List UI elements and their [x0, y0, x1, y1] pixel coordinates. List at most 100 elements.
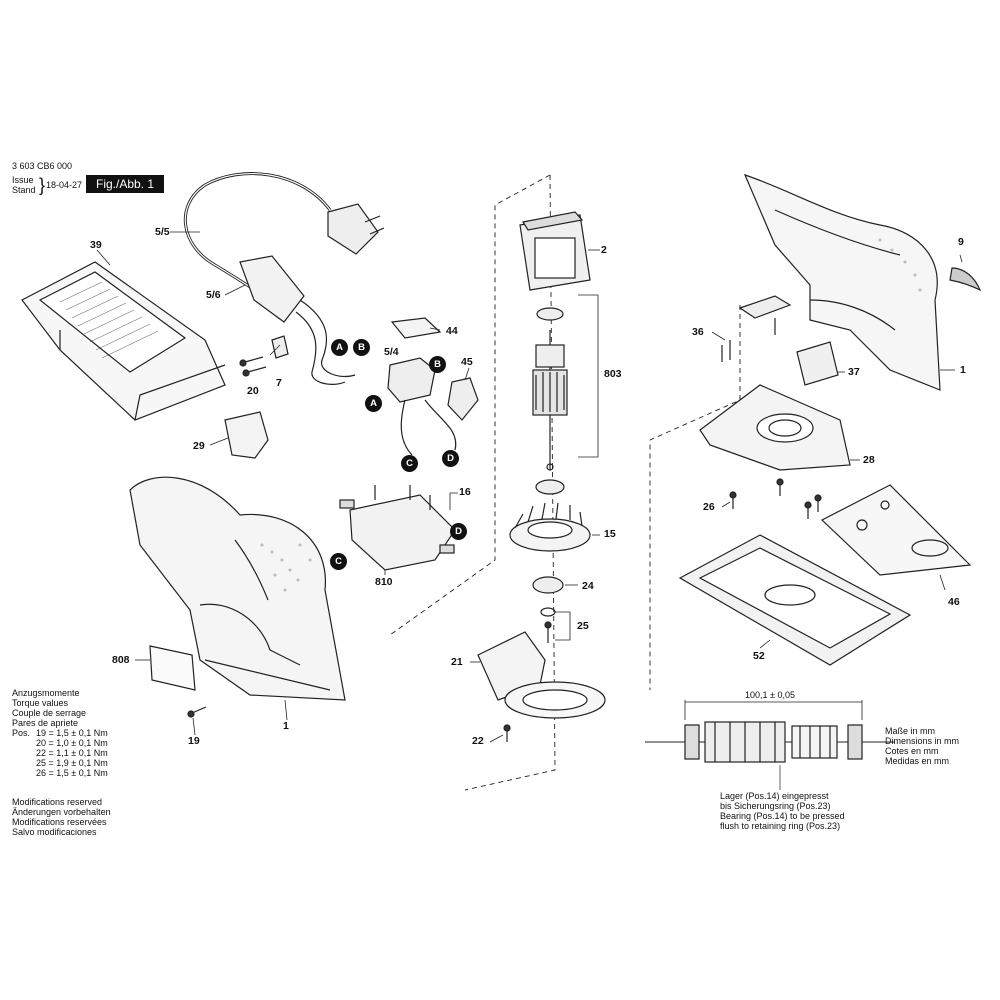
torque-pos-label: Pos. [12, 728, 31, 738]
units-block: Maße in mm Dimensions in mm Cotes en mm … [885, 726, 959, 766]
callout-1-left: 1 [283, 720, 289, 732]
callout-808: 808 [112, 654, 130, 666]
units-line: Medidas en mm [885, 756, 950, 766]
torque-row: 22 = 1,1 ± 0,1 Nm [36, 748, 108, 758]
switch-part-5-4 [387, 357, 436, 403]
torque-heading: Anzugsmomente [12, 688, 80, 698]
sanding-pad-46 [820, 484, 972, 576]
callout-803: 803 [604, 368, 622, 380]
connector-badge-b: B [429, 356, 446, 373]
callout-15: 15 [604, 528, 616, 540]
callout-52: 52 [753, 650, 765, 662]
sanding-pad-52 [678, 534, 912, 666]
connector-badge-b: B [353, 339, 370, 356]
electronics-board-810 [339, 485, 456, 571]
washer-25 [540, 607, 556, 617]
connector-badge-c: C [401, 455, 418, 472]
power-cord [183, 172, 385, 302]
armature-dimension-diagram [645, 700, 895, 790]
slider-part-44 [390, 317, 442, 339]
bearing-note-line: Lager (Pos.14) eingepresst [720, 791, 829, 801]
callout-1-right: 1 [960, 364, 966, 376]
callout-810: 810 [375, 576, 393, 588]
connector-badge-a: A [331, 339, 348, 356]
modifications-block: Modifications reserved Änderungen vorbeh… [12, 797, 111, 837]
callout-5-5: 5/5 [155, 226, 170, 238]
base-plate-28 [699, 384, 851, 471]
leader-lines [96, 231, 963, 743]
bearing-note-block: Lager (Pos.14) eingepresst bis Sicherung… [720, 791, 845, 831]
callout-25: 25 [577, 620, 589, 632]
bearing-note-line: flush to retaining ring (Pos.23) [720, 821, 841, 831]
callout-20: 20 [247, 385, 259, 397]
callout-39: 39 [90, 239, 102, 251]
connector-badge-a: A [365, 395, 382, 412]
callout-28: 28 [863, 454, 875, 466]
callout-22: 22 [472, 735, 484, 747]
brace-glyph: } [39, 175, 46, 195]
screw-22 [503, 724, 511, 742]
issue-date: 18-04-27 [46, 180, 83, 190]
units-line: Dimensions in mm [885, 736, 960, 746]
callout-5-4: 5/4 [384, 346, 399, 358]
callout-26: 26 [703, 501, 715, 513]
modification-line: Änderungen vorbehalten [12, 807, 111, 817]
torque-row: 20 = 1,0 ± 0,1 Nm [36, 738, 108, 748]
callout-16: 16 [459, 486, 471, 498]
armature-part [532, 330, 568, 470]
knob-part-45 [447, 377, 479, 421]
issue-label: Issue [12, 175, 34, 185]
connector-badge-c: C [330, 553, 347, 570]
screws-26 [729, 478, 822, 519]
dust-box-part [21, 261, 226, 421]
callout-21: 21 [451, 656, 463, 668]
dimension-value: 100,1 ± 0,05 [745, 690, 795, 700]
callout-37: 37 [848, 366, 860, 378]
callout-7: 7 [276, 377, 282, 389]
torque-row: 25 = 1,9 ± 0,1 Nm [36, 758, 108, 768]
stand-label: Stand [12, 185, 36, 195]
clamp-part-7 [271, 335, 289, 359]
bracket-part-36 [721, 295, 792, 362]
screws-20 [239, 356, 267, 377]
switch-wires [400, 399, 457, 456]
callout-44: 44 [446, 325, 458, 337]
screw-19 [187, 706, 207, 718]
callout-5-6: 5/6 [206, 289, 221, 301]
bearing-bottom [535, 479, 565, 495]
torque-heading: Couple de serrage [12, 708, 87, 718]
callout-24: 24 [582, 580, 594, 592]
bearing-24 [532, 576, 564, 594]
part-number: 3 603 CB6 000 [12, 161, 73, 171]
torque-heading: Torque values [12, 698, 69, 708]
bearing-note-line: Bearing (Pos.14) to be pressed [720, 811, 845, 821]
modification-line: Salvo modificaciones [12, 827, 97, 837]
bearing-top [536, 307, 564, 321]
bearing-note-line: bis Sicherungsring (Pos.23) [720, 801, 831, 811]
dust-adapter-part [224, 411, 269, 459]
fan-housing-21 [477, 631, 606, 719]
units-line: Cotes en mm [885, 746, 939, 756]
rubber-strip-9 [949, 267, 982, 292]
connector-badge-d: D [450, 523, 467, 540]
cord-strain-relief [239, 255, 356, 385]
modification-line: Modifications reservées [12, 817, 107, 827]
figure-label: Fig./Abb. 1 [86, 175, 164, 193]
motor-stator-part [519, 211, 591, 291]
torque-row: 26 = 1,5 ± 0,1 Nm [36, 768, 108, 778]
clip-part-37 [796, 341, 839, 386]
retaining-ring [546, 463, 554, 471]
units-line: Maße in mm [885, 726, 936, 736]
connector-badge-d: D [442, 450, 459, 467]
label-plate-808 [149, 645, 196, 691]
callout-9: 9 [958, 236, 964, 248]
modification-line: Modifications reserved [12, 797, 103, 807]
torque-row: 19 = 1,5 ± 0,1 Nm [36, 728, 108, 738]
fan-part-15 [509, 502, 591, 552]
callout-2: 2 [601, 244, 607, 256]
callout-45: 45 [461, 356, 473, 368]
callout-46: 46 [948, 596, 960, 608]
housing-half-right [743, 174, 941, 391]
callout-19: 19 [188, 735, 200, 747]
